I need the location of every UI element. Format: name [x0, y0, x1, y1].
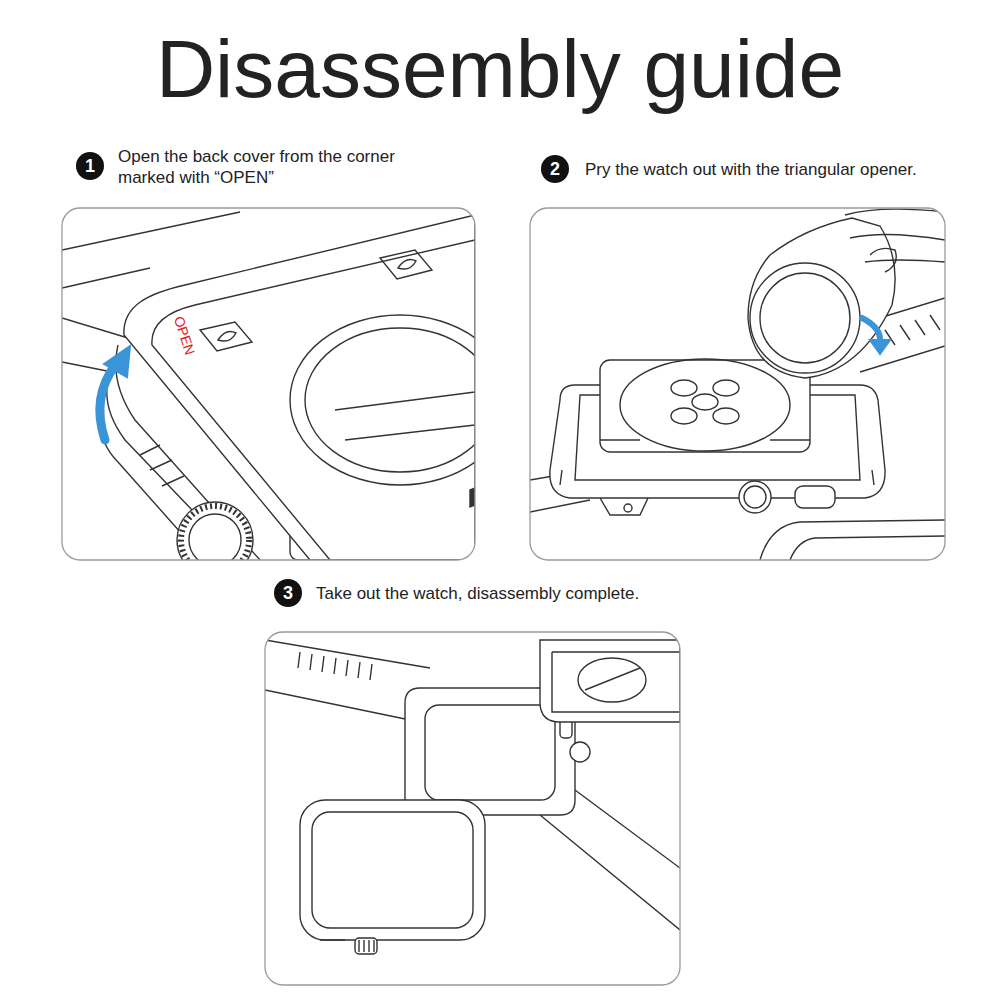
pry-drawing	[750, 263, 860, 373]
watch-out-drawing	[320, 939, 345, 940]
step-text: Open the back cover from the corner mark…	[118, 146, 418, 189]
pry-drawing	[671, 408, 697, 424]
watch-out-drawing	[425, 705, 555, 800]
pry-drawing	[713, 408, 739, 424]
cover-corner-drawing	[140, 445, 184, 486]
pry-drawing	[713, 380, 739, 396]
step-number-text: 2	[550, 160, 560, 178]
pry-drawing	[885, 315, 940, 345]
pry-drawing	[790, 536, 945, 560]
cover-corner-drawing	[189, 514, 241, 560]
cover-corner-drawing	[200, 322, 252, 351]
cover-corner-drawing	[124, 215, 475, 560]
pry-drawing	[739, 481, 771, 513]
pry-drawing	[624, 504, 632, 512]
cover-corner-drawing	[398, 260, 416, 270]
cover-corner-drawing	[305, 328, 475, 472]
watch-out-drawing	[355, 938, 377, 954]
watch-out-drawing	[570, 742, 590, 762]
step-panel	[62, 208, 475, 560]
step-text: Take out the watch, disassembly complete…	[316, 583, 696, 604]
pry-drawing	[860, 346, 945, 372]
cover-corner-drawing	[152, 240, 475, 560]
pry-drawing	[560, 470, 874, 485]
watch-out-drawing	[298, 652, 372, 680]
pry-drawing	[600, 498, 648, 515]
watch-out-drawing	[575, 790, 680, 868]
watch-out-drawing	[265, 690, 410, 720]
pry-drawing	[671, 380, 697, 396]
step-number: 1	[76, 152, 104, 180]
step-number-text: 1	[85, 157, 95, 175]
cover-corner-drawing	[62, 212, 475, 560]
cover-corner-drawing	[62, 318, 128, 338]
pry-drawing	[600, 439, 810, 440]
pry-drawing	[530, 209, 945, 560]
pry-drawing	[744, 486, 766, 508]
pry-drawing	[692, 394, 718, 410]
watch-out-drawing	[578, 658, 646, 702]
step-number-text: 3	[283, 584, 293, 602]
cover-corner-drawing	[335, 392, 475, 440]
cover-corner-drawing	[218, 332, 236, 342]
step-panel	[265, 632, 680, 985]
pry-drawing	[600, 360, 810, 452]
cover-corner-drawing	[177, 502, 253, 560]
pry-drawing	[760, 273, 850, 363]
page-title: Disassembly guide	[0, 22, 1000, 116]
pry-drawing	[748, 218, 895, 378]
watch-out-drawing	[300, 800, 485, 940]
step-number: 2	[541, 155, 569, 183]
cover-corner-drawing	[181, 506, 249, 560]
watch-out-drawing	[265, 640, 680, 954]
step-panel	[530, 208, 945, 560]
pry-drawing	[760, 520, 945, 560]
watch-out-drawing	[540, 815, 680, 930]
cover-corner-drawing	[62, 268, 150, 288]
watch-out-drawing	[540, 640, 680, 722]
cover-corner-drawing	[104, 346, 130, 377]
cover-corner-drawing	[470, 488, 475, 507]
cover-corner-drawing	[100, 364, 116, 440]
pry-drawing	[845, 209, 945, 262]
step-text: Pry the watch out with the triangular op…	[585, 159, 965, 180]
pry-drawing	[530, 500, 590, 512]
watch-out-drawing	[585, 668, 640, 690]
pry-drawing	[795, 486, 835, 508]
cover-corner-drawing	[380, 250, 432, 279]
pry-drawing	[620, 359, 790, 451]
step-number: 3	[274, 579, 302, 607]
watch-out-drawing	[552, 652, 680, 712]
pry-drawing	[870, 340, 890, 354]
pry-drawing	[870, 248, 896, 272]
cover-corner-drawing	[62, 212, 240, 250]
watch-out-drawing	[359, 940, 374, 952]
watch-out-drawing	[312, 812, 473, 928]
cover-corner-drawing	[290, 315, 475, 485]
